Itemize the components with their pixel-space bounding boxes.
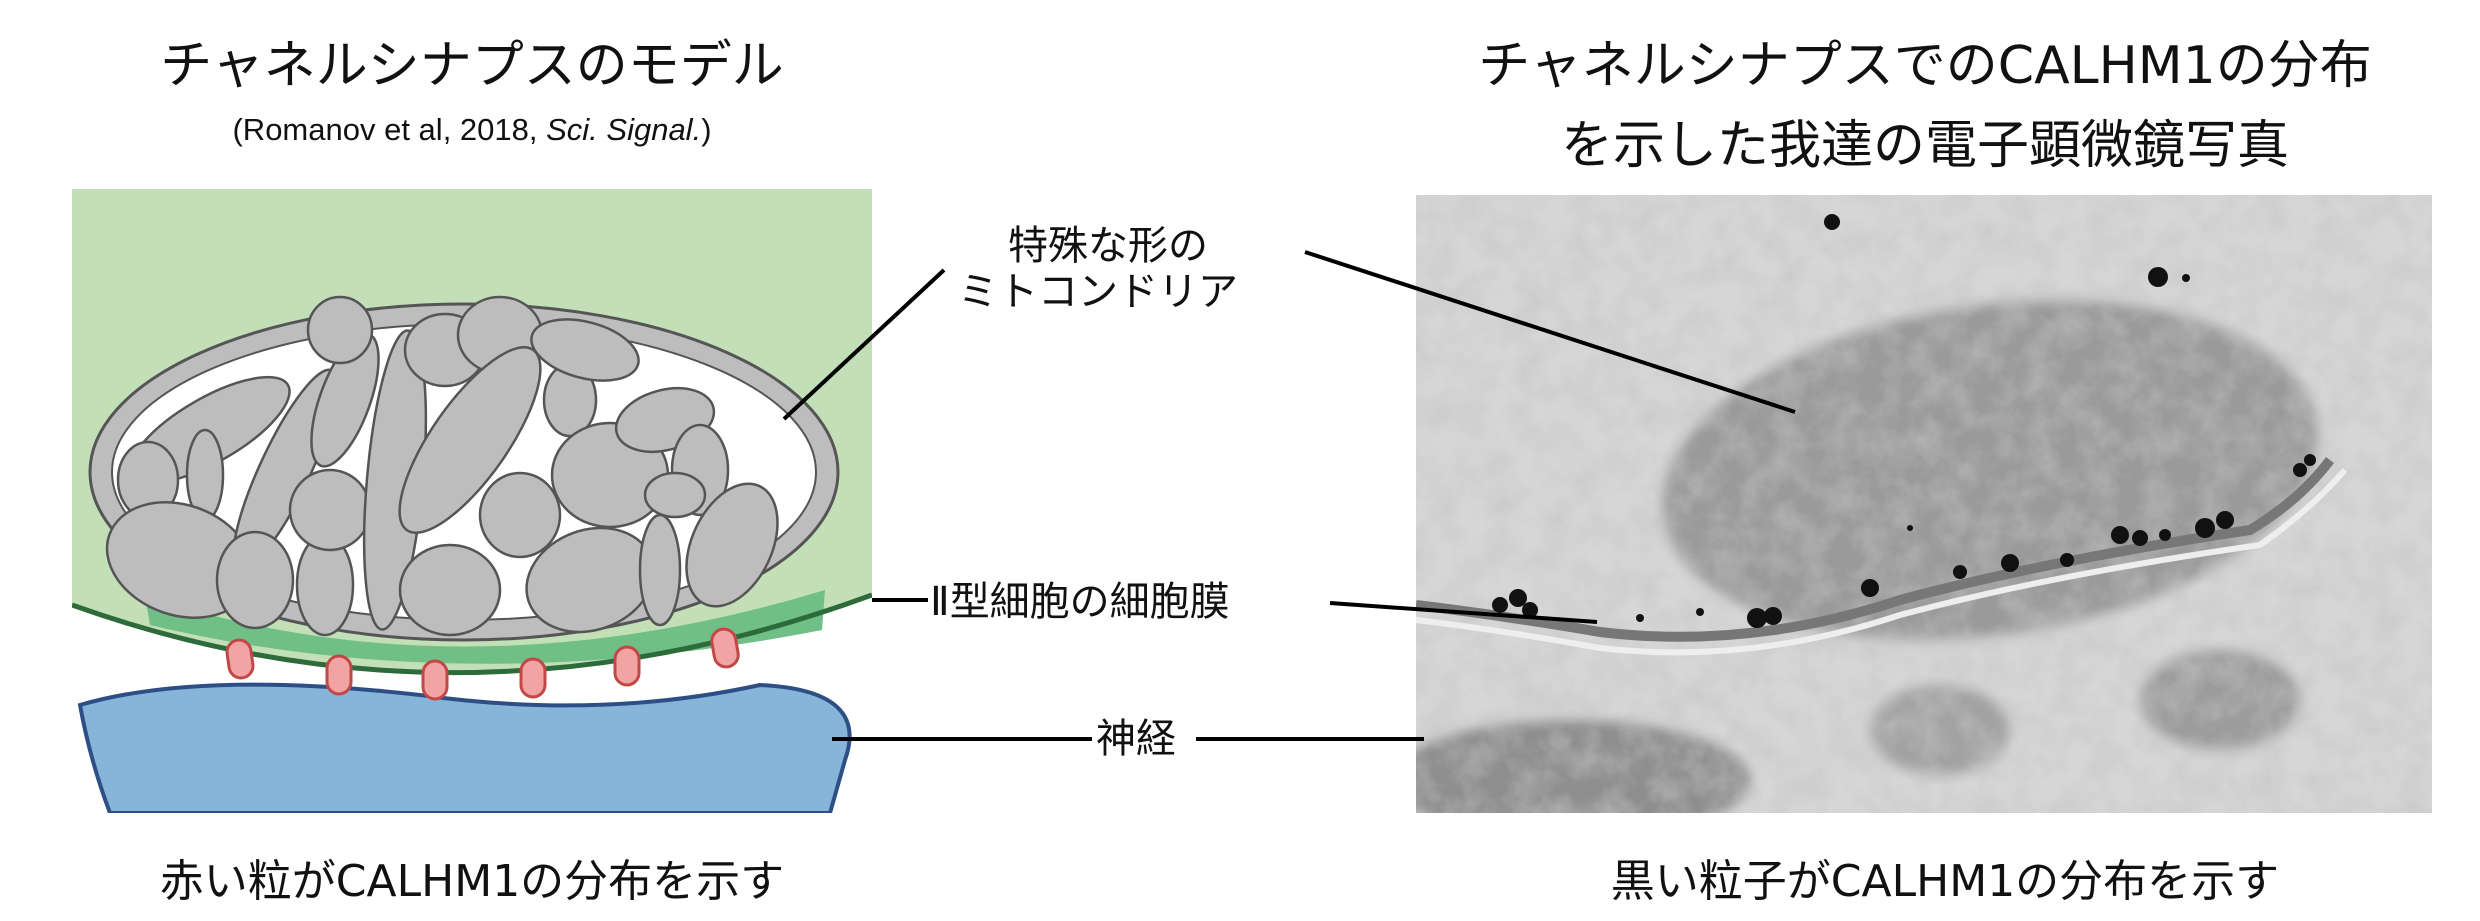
leader-lines — [782, 250, 1796, 741]
channel-synapse-model — [72, 189, 872, 813]
left-title: チャネルシナプスのモデル — [160, 36, 784, 96]
gold-particles — [1492, 214, 2316, 628]
right-title-line1: チャネルシナプスでのCALHM1の分布 — [1478, 36, 2372, 96]
mitochondria-leader-right — [1304, 250, 1796, 414]
calhm1-channels — [225, 627, 740, 701]
right-caption: 黒い粒子がCALHM1の分布を示す — [1610, 856, 2280, 907]
calhm1-channel — [613, 645, 641, 687]
left-caption: 赤い粒がCALHM1の分布を示す — [159, 856, 785, 907]
calhm1-channel — [225, 638, 255, 680]
calhm1-channel — [519, 657, 547, 699]
citation-prefix: (Romanov et al, 2018, — [232, 112, 547, 147]
label-mitochondria-line1: 特殊な形の — [1008, 223, 1208, 269]
mitochondria-leader-left — [782, 268, 946, 421]
right-title-line2: を示した我達の電子顕微鏡写真 — [1560, 116, 2290, 176]
calhm1-channel — [325, 654, 353, 696]
electron-micrograph — [1416, 195, 2432, 813]
label-nerve: 神経 — [1096, 716, 1176, 762]
calhm1-channel — [710, 627, 740, 669]
nerve — [77, 682, 852, 813]
membrane-band — [145, 590, 825, 664]
calhm1-channel — [421, 659, 449, 701]
label-mitochondria-line2: ミトコンドリア — [958, 269, 1238, 315]
citation-suffix: ) — [701, 112, 712, 147]
citation: (Romanov et al, 2018, Sci. Signal.) — [232, 112, 711, 148]
cell-membrane — [72, 592, 872, 676]
citation-journal: Sci. Signal. — [546, 112, 702, 147]
membrane-leader-right — [1329, 601, 1598, 624]
label-membrane: Ⅱ型細胞の細胞膜 — [930, 579, 1230, 625]
em-membrane — [1416, 456, 2334, 642]
cristae — [105, 295, 779, 637]
